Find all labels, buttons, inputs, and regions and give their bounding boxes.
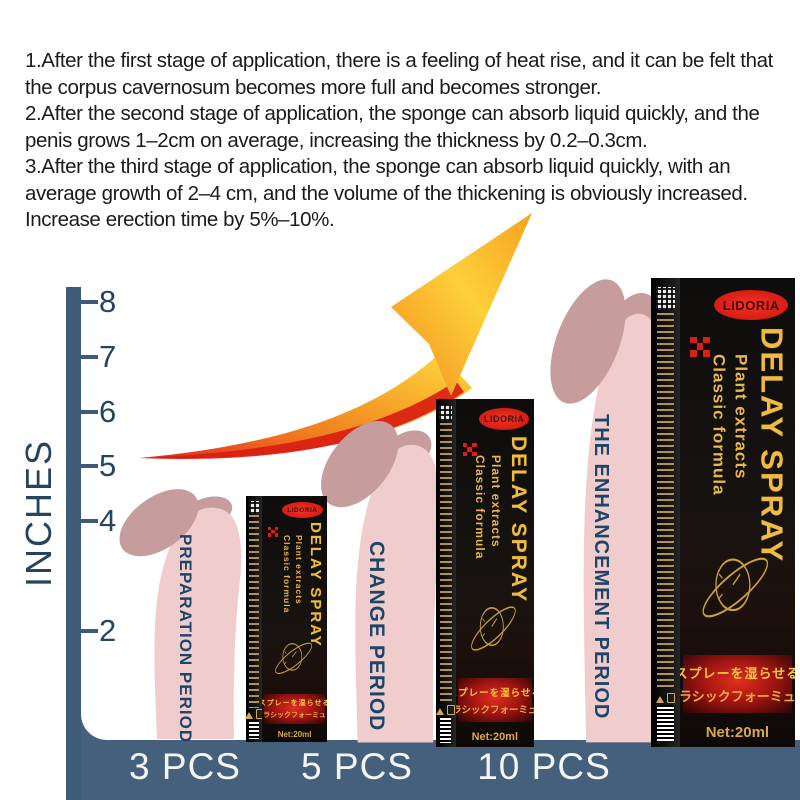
plant-extracts-label: Plant extracts xyxy=(293,535,304,606)
japanese-line-1: スプレーを湿らせる xyxy=(456,687,534,699)
growth-arrow-icon xyxy=(140,213,532,459)
penis-silhouette-stage-3 xyxy=(550,279,667,743)
japanese-line-2: クラシックフォーミュラ xyxy=(262,711,327,719)
side-ingredients-text xyxy=(439,422,452,704)
japanese-line-1: スプレーを湿らせる xyxy=(262,700,327,707)
barcode-icon xyxy=(657,704,674,742)
penis-silhouette-stage-1 xyxy=(119,489,242,740)
barcode-icon xyxy=(440,716,452,744)
side-ingredients-text xyxy=(249,515,259,708)
pcs-label-3: 10 PCS xyxy=(477,746,611,787)
period-label-enhancement: THE ENHANCEMENT PERIOD xyxy=(590,414,612,720)
tick-label-5: 5 xyxy=(99,448,117,483)
qr-code-icon xyxy=(655,286,675,310)
japanese-red-band: スプレーを湿らせる クラシックフォーミュラ xyxy=(455,678,534,722)
net-volume-label: Net:20ml xyxy=(277,730,312,740)
checker-cross-icon xyxy=(690,336,711,357)
axis-tick-7 xyxy=(80,355,98,359)
brand-logo: LIDORIA xyxy=(281,502,324,519)
product-box-2: LIDORIA DELAY SPRAY Plant extracts Class… xyxy=(436,399,534,747)
recycle-icon xyxy=(244,711,253,719)
japanese-line-2: クラシックフォーミュラ xyxy=(679,688,795,704)
recycle-icon xyxy=(655,696,664,704)
axis-tick-8 xyxy=(80,300,98,304)
bottle-icon xyxy=(666,693,675,704)
japanese-line-2: クラシックフォーミュラ xyxy=(455,704,534,716)
box-front-panel: LIDORIA DELAY SPRAY Plant extracts Class… xyxy=(455,399,534,747)
bottle-icon xyxy=(447,704,456,715)
classic-formula-label: Classic formula xyxy=(281,535,292,614)
packaging-icons xyxy=(436,704,456,715)
box-vertical-text: DELAY SPRAY Plant extracts Classic formu… xyxy=(706,327,789,563)
japanese-line-1: スプレーを湿らせる xyxy=(679,666,795,682)
axis-tick-2 xyxy=(80,629,98,633)
delay-spray-title: DELAY SPRAY xyxy=(754,327,790,564)
box-vertical-text: DELAY SPRAY Plant extracts Classic formu… xyxy=(280,522,324,648)
net-volume-label: Net:20ml xyxy=(471,730,519,743)
brand-logo: LIDORIA xyxy=(714,290,789,321)
qr-code-icon xyxy=(439,404,453,421)
delay-spray-title: DELAY SPRAY xyxy=(507,435,531,603)
classic-formula-label: Classic formula xyxy=(709,354,729,497)
axis-tick-5 xyxy=(80,464,98,468)
saturn-clock-icon xyxy=(702,557,768,618)
baseline-band xyxy=(66,740,800,800)
description-line-3: 3.After the third stage of application, … xyxy=(25,155,748,231)
tick-label-8: 8 xyxy=(99,284,117,319)
packaging-icons xyxy=(244,708,264,719)
product-box-3: LIDORIA DELAY SPRAY Plant extracts Class… xyxy=(651,278,795,747)
axis-tick-4 xyxy=(80,519,98,523)
product-box-1: LIDORIA DELAY SPRAY Plant extracts Class… xyxy=(244,496,327,742)
pcs-label-2: 5 PCS xyxy=(301,746,413,787)
tick-label-7: 7 xyxy=(99,339,117,374)
description-text: 1.After the first stage of application, … xyxy=(25,48,787,234)
checker-cross-icon xyxy=(462,442,477,457)
net-volume-label: Net:20ml xyxy=(705,724,770,742)
tick-label-6: 6 xyxy=(99,394,117,429)
description-line-2: 2.After the second stage of application,… xyxy=(25,102,760,152)
penis-silhouette-stage-2 xyxy=(321,420,441,743)
qr-code-icon xyxy=(248,500,260,514)
box-vertical-text: DELAY SPRAY Plant extracts Classic formu… xyxy=(471,436,530,603)
box-front-panel: LIDORIA DELAY SPRAY Plant extracts Class… xyxy=(262,496,327,742)
plant-extracts-label: Plant extracts xyxy=(731,354,751,480)
saturn-clock-icon xyxy=(274,642,312,675)
description-line-1: 1.After the first stage of application, … xyxy=(25,49,773,99)
japanese-red-band: スプレーを湿らせる クラシックフォーミュラ xyxy=(680,654,795,714)
japanese-red-band: スプレーを湿らせる クラシックフォーミュラ xyxy=(262,693,327,725)
period-label-preparation: PREPARATION PERIOD xyxy=(176,534,195,744)
period-label-change: CHANGE PERIOD xyxy=(365,541,388,732)
barcode-icon xyxy=(249,719,259,739)
recycle-icon xyxy=(436,707,445,715)
brand-logo: LIDORIA xyxy=(479,408,530,431)
box-front-panel: LIDORIA DELAY SPRAY Plant extracts Class… xyxy=(679,278,795,747)
box-side-panel xyxy=(244,496,264,742)
box-side-panel xyxy=(651,278,680,747)
saturn-clock-icon xyxy=(470,606,516,652)
plant-extracts-label: Plant extracts xyxy=(489,454,504,548)
delay-spray-title: DELAY SPRAY xyxy=(306,521,324,648)
side-ingredients-text xyxy=(656,312,675,692)
tick-label-2: 2 xyxy=(99,613,117,648)
packaging-icons xyxy=(655,693,675,704)
tick-label-4: 4 xyxy=(99,503,117,538)
box-side-panel xyxy=(436,399,456,747)
ruler-axis-bar xyxy=(66,287,81,800)
classic-formula-label: Classic formula xyxy=(473,454,488,560)
pcs-label-1: 3 PCS xyxy=(129,746,241,787)
inches-axis-label: INCHES xyxy=(18,438,59,588)
axis-tick-6 xyxy=(80,410,98,414)
checker-cross-icon xyxy=(268,526,278,537)
